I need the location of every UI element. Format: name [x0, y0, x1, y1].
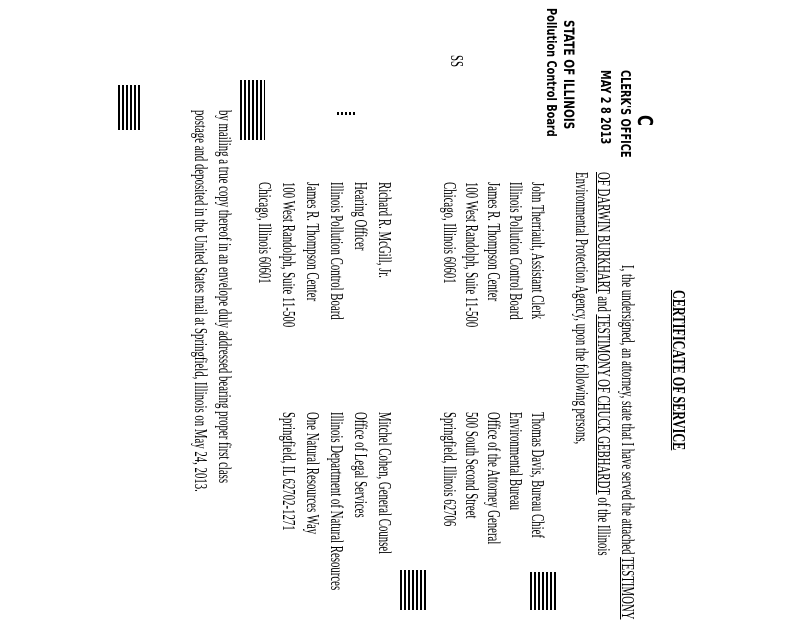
recipient-line: Springfield, IL 62702-1271	[279, 412, 299, 531]
recipient-line: Mitchel Cohen, General Counsel	[375, 412, 395, 555]
recipient-line: Thomas Davis, Bureau Chief	[528, 412, 548, 538]
recipient-line: Springfield, Illinois 62706	[440, 412, 460, 527]
recipient-line: James R. Thompson Center	[303, 182, 323, 302]
intro-underlined: TESTIMONY OF CHUCK GEBHARDT	[594, 314, 614, 495]
recipient-line: Environmental Bureau	[506, 412, 526, 511]
document-title: CERTIFICATE OF SERVICE	[669, 290, 689, 451]
stamp-state: STATE OF ILLINOIS	[560, 20, 576, 130]
scan-mark	[400, 570, 428, 610]
intro-underlined: TESTIMONY	[618, 557, 638, 620]
stamp-board: Pollution Control Board	[543, 8, 558, 137]
recipient-line: Illinois Pollution Control Board	[327, 182, 347, 320]
recipient-line: Office of the Attorney General	[484, 412, 504, 545]
recipient-line: James R. Thompson Center	[484, 182, 504, 302]
recipient-line: 100 West Randolph, Suite 11-500	[462, 182, 482, 328]
intro-text: and	[594, 293, 614, 315]
scan-mark	[240, 80, 265, 140]
recipient-line: Chicago, Illinois 60601	[255, 182, 275, 284]
scan-mark	[530, 572, 558, 610]
recipient-line: One Natural Resources Way	[303, 412, 323, 535]
recipient-line: Richard R. McGill, Jr.	[375, 182, 395, 278]
stamp-office: CLERK'S OFFICE	[617, 70, 632, 158]
stamp-date: MAY 2 8 2013	[597, 70, 612, 145]
closing-line-2: postage and deposited in the United Stat…	[191, 110, 211, 492]
scan-mark	[337, 112, 355, 115]
intro-underlined: OF DARWIN BURKHART	[594, 172, 614, 294]
recipient-line: Illinois Pollution Control Board	[506, 182, 526, 320]
intro-line-3: Environmental Protection Agency, upon th…	[572, 172, 592, 445]
intro-line-2: OF DARWIN BURKHART and TESTIMONY OF CHUC…	[594, 172, 614, 556]
recipient-line: Illinois Department of Natural Resources	[327, 412, 347, 591]
scan-mark	[118, 85, 140, 130]
intro-text: I, the undersigned, an attorney, state t…	[618, 265, 638, 558]
intro-text: of the Illinois	[594, 494, 614, 556]
recipient-line: Hearing Officer	[351, 182, 371, 251]
recipient-line: John Therriault, Assistant Clerk	[528, 182, 548, 320]
ss-label: SS	[447, 55, 467, 68]
stamp-mark: C	[633, 115, 657, 127]
closing-line-1: by mailing a true copy thereof in an env…	[215, 110, 235, 484]
recipient-line: 500 South Second Street	[462, 412, 482, 519]
intro-line-1: I, the undersigned, an attorney, state t…	[618, 265, 638, 620]
recipient-line: Chicago, Illinois 60601	[440, 182, 460, 284]
recipient-line: Office of Legal Services	[351, 412, 371, 518]
recipient-line: 100 West Randolph, Suite 11-500	[279, 182, 299, 328]
